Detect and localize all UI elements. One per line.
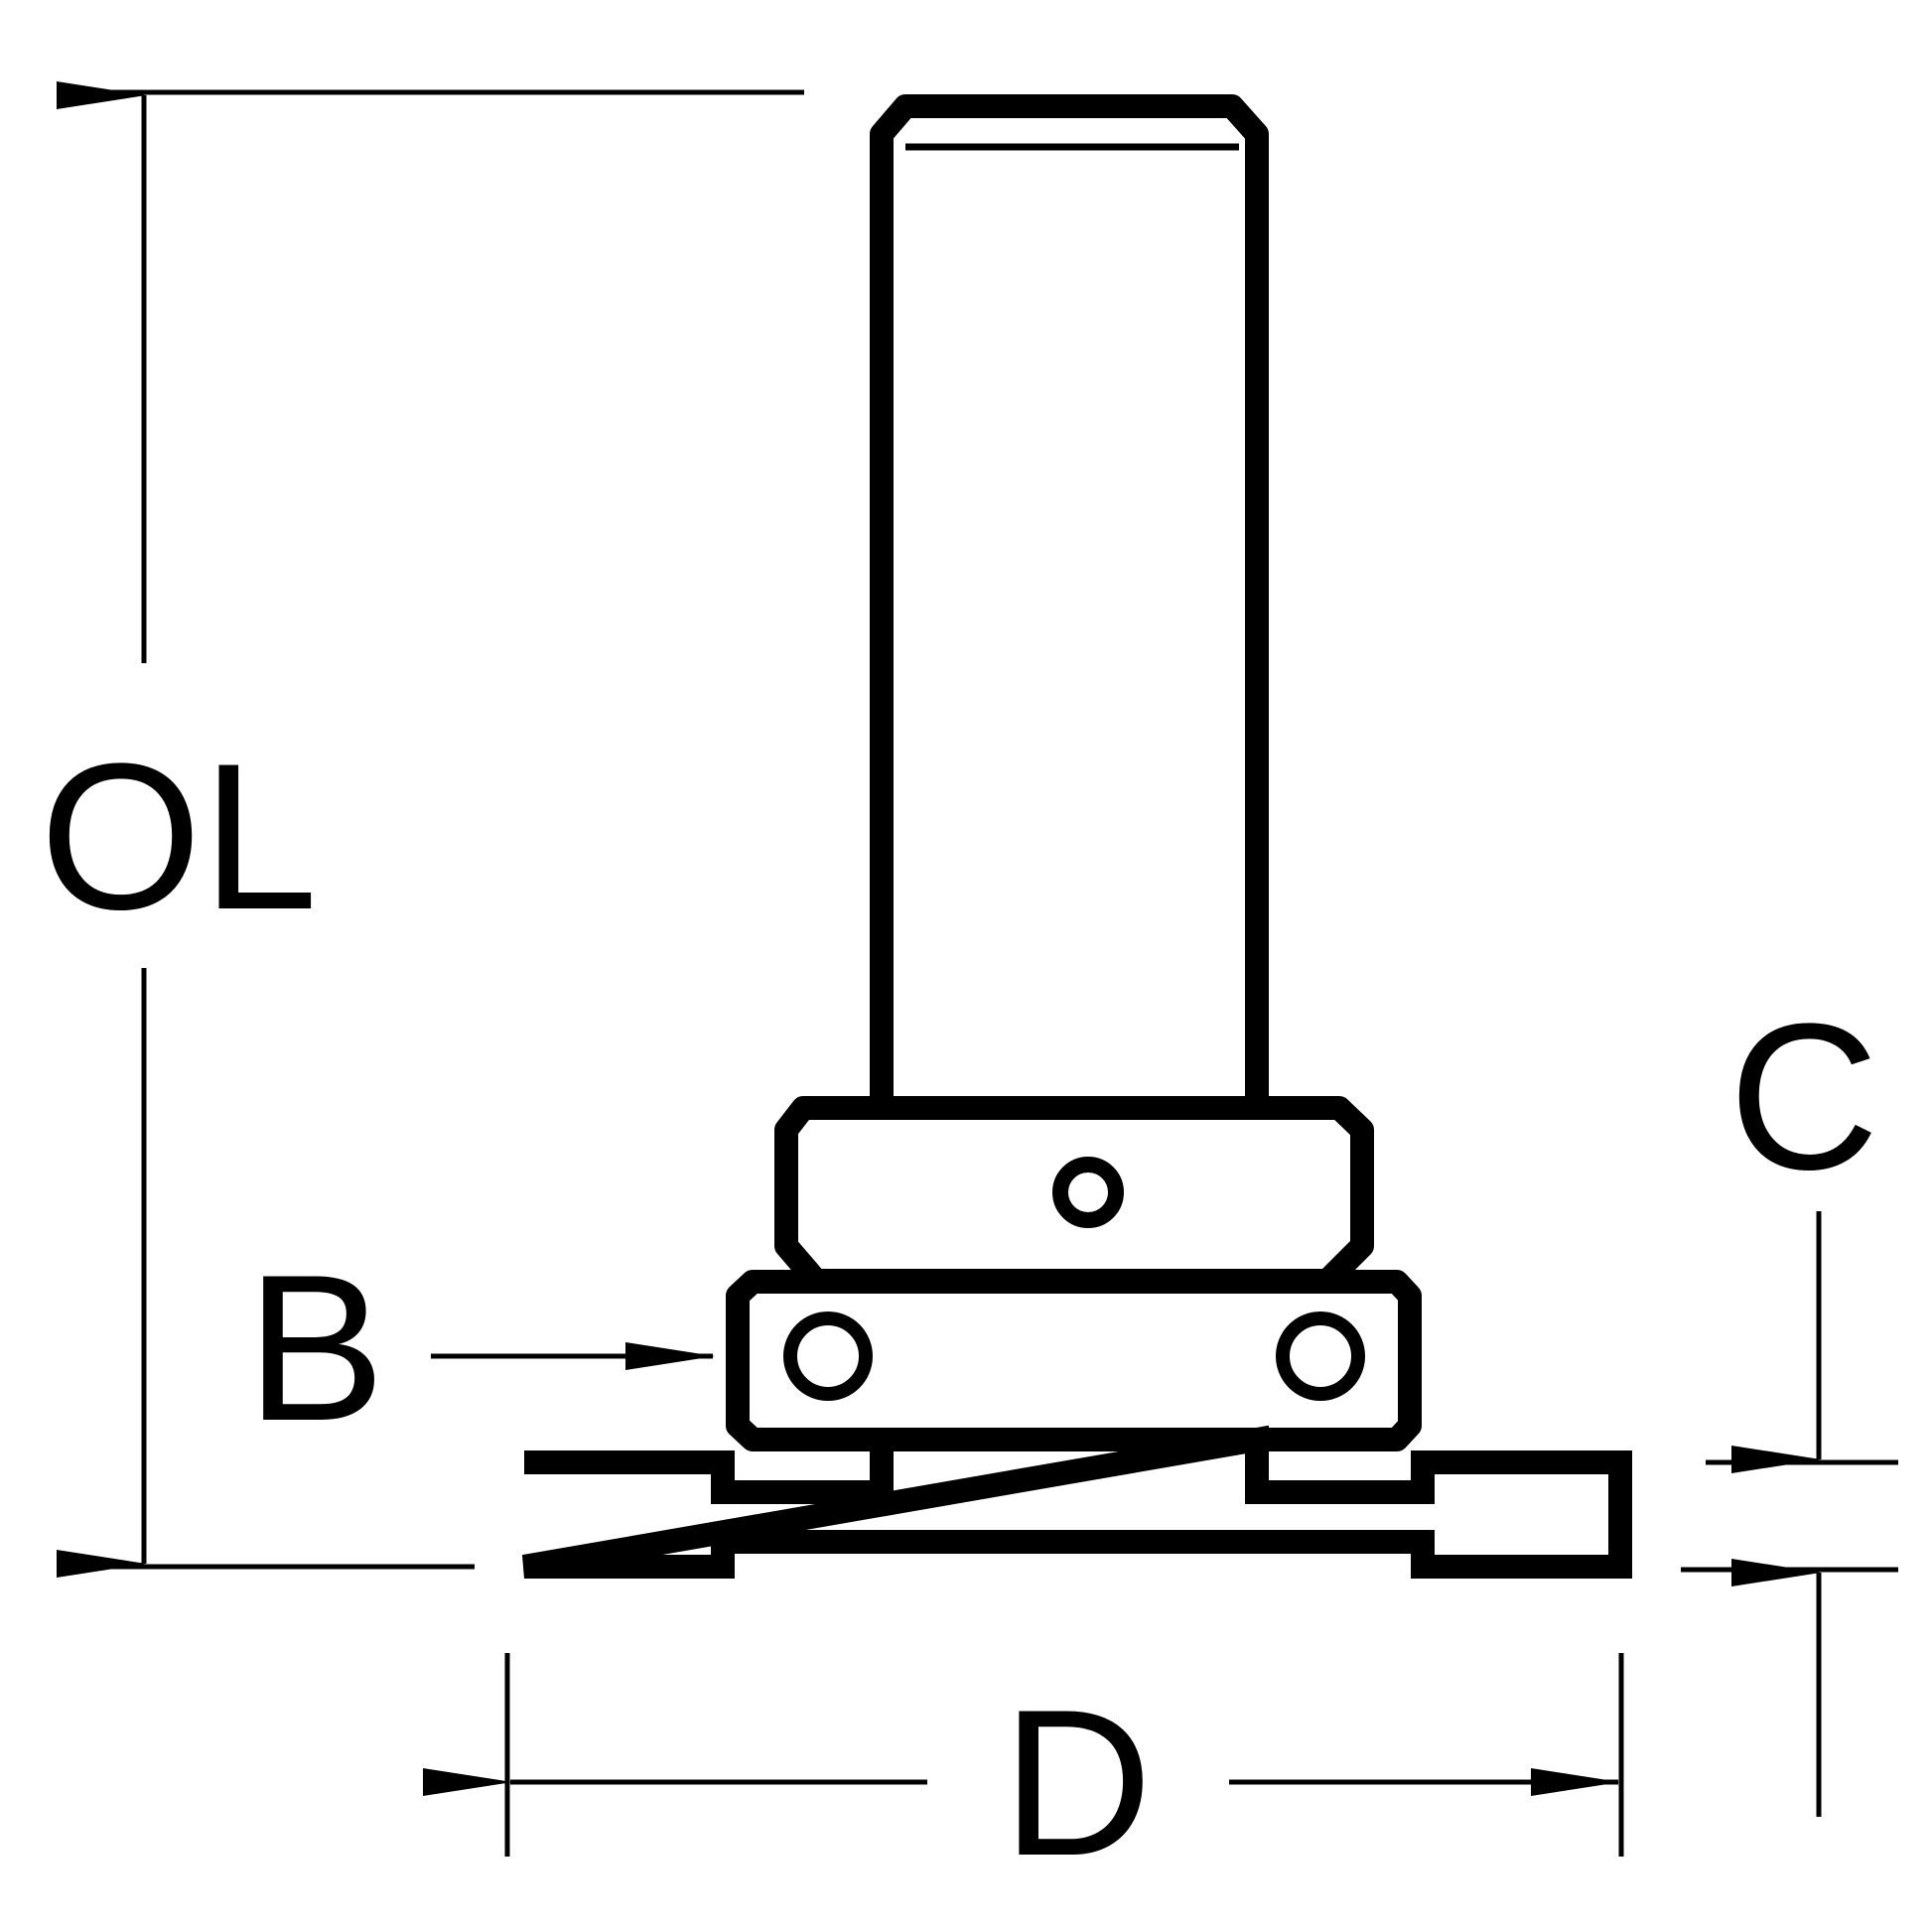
label-ol: OL — [40, 720, 318, 953]
bearing-ball-right — [1276, 1311, 1365, 1401]
set-screw-hole — [1052, 1157, 1124, 1228]
label-b: B — [246, 1231, 385, 1464]
bearing — [726, 1270, 1422, 1451]
label-d: D — [1002, 1666, 1153, 1899]
bearing-ball-left — [783, 1311, 873, 1401]
slotting-cutter — [521, 1425, 1632, 1579]
shank — [870, 94, 1269, 1112]
dimension-ol — [57, 81, 804, 1578]
label-c: C — [1728, 980, 1879, 1213]
dimension-d — [423, 1653, 1624, 1857]
dimension-c — [1681, 1211, 1898, 1817]
cutter-body — [774, 1096, 1374, 1293]
